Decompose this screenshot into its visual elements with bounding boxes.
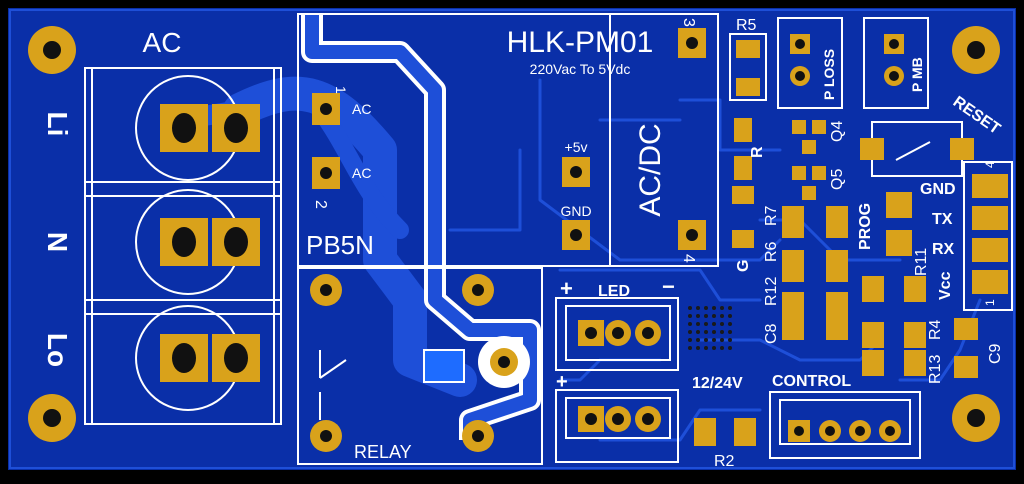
label-lo: Lo (42, 333, 73, 367)
r2-resistor (694, 418, 756, 446)
pin-ac2-label: AC (352, 165, 371, 181)
board-outline (9, 9, 1015, 469)
ac-terminal-pads (160, 104, 260, 382)
label-li: Li (42, 112, 73, 137)
label-gnd: GND (920, 181, 956, 198)
p-loss-connector (777, 17, 843, 109)
via-grid (688, 306, 732, 350)
p-mb-connector (863, 17, 929, 109)
label-control: CONTROL (772, 373, 851, 390)
label-c9: C9 (987, 343, 1004, 364)
label-p-loss: P LOSS (821, 49, 837, 100)
relay-outline (297, 267, 543, 465)
label-ac: AC (143, 27, 182, 58)
pin-num-1: 1 (333, 86, 349, 94)
label-q4: Q4 (829, 121, 846, 142)
label-12-24v: 12/24V (692, 375, 743, 392)
label-p-mb: P MB (909, 57, 925, 92)
hlk-module-outline (297, 13, 719, 267)
label-n: N (42, 232, 73, 252)
label-led-minus: − (662, 274, 675, 299)
label-led: LED (598, 283, 630, 300)
module-name: HLK-PM01 (507, 26, 654, 59)
label-plus5v: +5v (565, 139, 588, 155)
module-pads (312, 28, 706, 250)
label-pwr-plus: + (556, 371, 568, 393)
mounting-holes (28, 26, 1000, 442)
label-r5: R5 (736, 17, 757, 34)
label-g: G (735, 260, 752, 272)
label-gnd-pin: GND (560, 203, 591, 219)
label-r7: R7 (763, 205, 780, 226)
control-connector (769, 391, 921, 459)
label-r12: R12 (763, 277, 780, 306)
serial-header (963, 161, 1013, 311)
pin-num-2: 2 (312, 200, 329, 209)
label-c8: C8 (763, 323, 780, 344)
power-connector (555, 389, 679, 463)
header-pin-1: 1 (983, 299, 997, 306)
label-r11: R11 (913, 248, 930, 276)
label-r6: R6 (763, 241, 780, 262)
led-connector (555, 297, 679, 371)
label-rx: RX (932, 241, 955, 258)
relay-pads (310, 274, 530, 452)
label-r4: R4 (927, 319, 944, 340)
hv-trace-inner (305, 14, 537, 440)
pin-num-4: 4 (680, 254, 697, 263)
label-tx: TX (932, 211, 953, 228)
label-vcc: Vcc (937, 271, 954, 300)
label-pb5n: PB5N (306, 230, 374, 260)
label-r13: R13 (927, 355, 944, 384)
label-q5: Q5 (829, 169, 846, 190)
smd-components (732, 118, 978, 378)
label-r: R (749, 146, 766, 158)
label-acdc: AC/DC (634, 123, 667, 216)
pin-num-3: 3 (680, 18, 697, 27)
header-pin-4: 4 (983, 161, 997, 168)
label-led-plus: + (560, 276, 573, 301)
label-r2: R2 (714, 453, 735, 470)
pin-ac1-label: AC (352, 101, 371, 117)
module-spec: 220Vac To 5Vdc (530, 61, 631, 77)
label-prog: PROG (857, 203, 874, 250)
label-relay: RELAY (354, 442, 412, 462)
r5-resistor (729, 33, 767, 101)
reset-button-footprint (860, 121, 974, 177)
